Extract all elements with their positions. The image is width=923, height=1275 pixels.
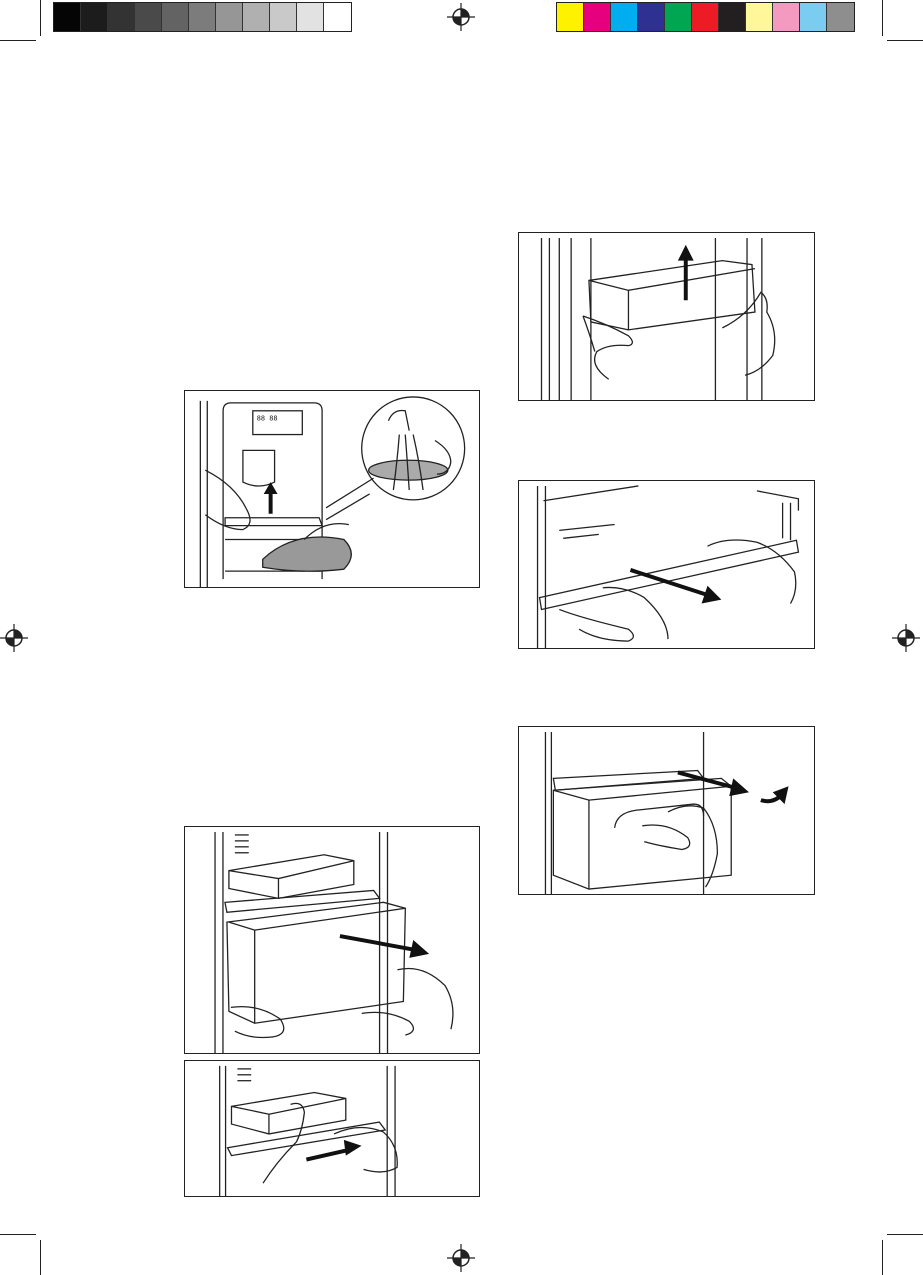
figure-freezer-drawer bbox=[518, 726, 815, 895]
figure-glass-shelf bbox=[518, 480, 815, 649]
registration-mark-icon bbox=[447, 1244, 475, 1272]
drawer-illustration bbox=[185, 827, 479, 1053]
freezer-shelf-illustration bbox=[185, 1061, 479, 1196]
crop-mark bbox=[40, 0, 41, 36]
color-swatch bbox=[243, 3, 270, 31]
process-color-registration-bar bbox=[556, 2, 855, 32]
figure-drawer-removal bbox=[184, 826, 480, 1054]
color-swatch bbox=[54, 3, 81, 31]
color-swatch bbox=[665, 3, 692, 31]
color-swatch bbox=[692, 3, 719, 31]
registration-mark-icon bbox=[892, 624, 920, 652]
figure-freezer-shelf bbox=[184, 1060, 480, 1197]
color-swatch bbox=[162, 3, 189, 31]
color-swatch bbox=[557, 3, 584, 31]
figure-door-balcony bbox=[518, 232, 815, 401]
color-swatch bbox=[324, 3, 351, 31]
crop-mark bbox=[887, 40, 923, 41]
arrow-right-icon bbox=[729, 778, 749, 796]
dispenser-illustration: 88 88 bbox=[185, 391, 479, 587]
registration-mark-icon bbox=[447, 3, 475, 31]
arrow-right-icon bbox=[344, 1140, 362, 1156]
grayscale-registration-bar bbox=[53, 2, 352, 32]
color-swatch bbox=[135, 3, 162, 31]
color-swatch bbox=[189, 3, 216, 31]
balcony-illustration bbox=[519, 233, 814, 400]
color-swatch bbox=[584, 3, 611, 31]
crop-mark bbox=[887, 1234, 923, 1235]
color-swatch bbox=[800, 3, 827, 31]
color-swatch bbox=[827, 3, 854, 31]
crop-mark bbox=[40, 1240, 41, 1275]
crop-mark bbox=[0, 1234, 36, 1235]
arrow-up-icon bbox=[264, 482, 278, 514]
color-swatch bbox=[270, 3, 297, 31]
color-swatch bbox=[297, 3, 324, 31]
color-swatch bbox=[719, 3, 746, 31]
color-swatch bbox=[746, 3, 773, 31]
shelf-illustration bbox=[519, 481, 814, 648]
arrow-up-icon bbox=[678, 245, 694, 300]
color-swatch bbox=[638, 3, 665, 31]
crop-mark bbox=[882, 1240, 883, 1275]
registration-mark-icon bbox=[0, 624, 28, 652]
color-swatch bbox=[216, 3, 243, 31]
crop-mark bbox=[0, 40, 36, 41]
color-swatch bbox=[81, 3, 108, 31]
freezer-drawer-illustration bbox=[519, 727, 814, 894]
svg-text:88 88: 88 88 bbox=[257, 415, 278, 423]
color-swatch bbox=[611, 3, 638, 31]
color-swatch bbox=[773, 3, 800, 31]
arrow-right-icon bbox=[409, 940, 429, 958]
figure-dispenser-drip-tray: 88 88 bbox=[184, 390, 480, 588]
crop-mark bbox=[882, 0, 883, 36]
color-swatch bbox=[108, 3, 135, 31]
